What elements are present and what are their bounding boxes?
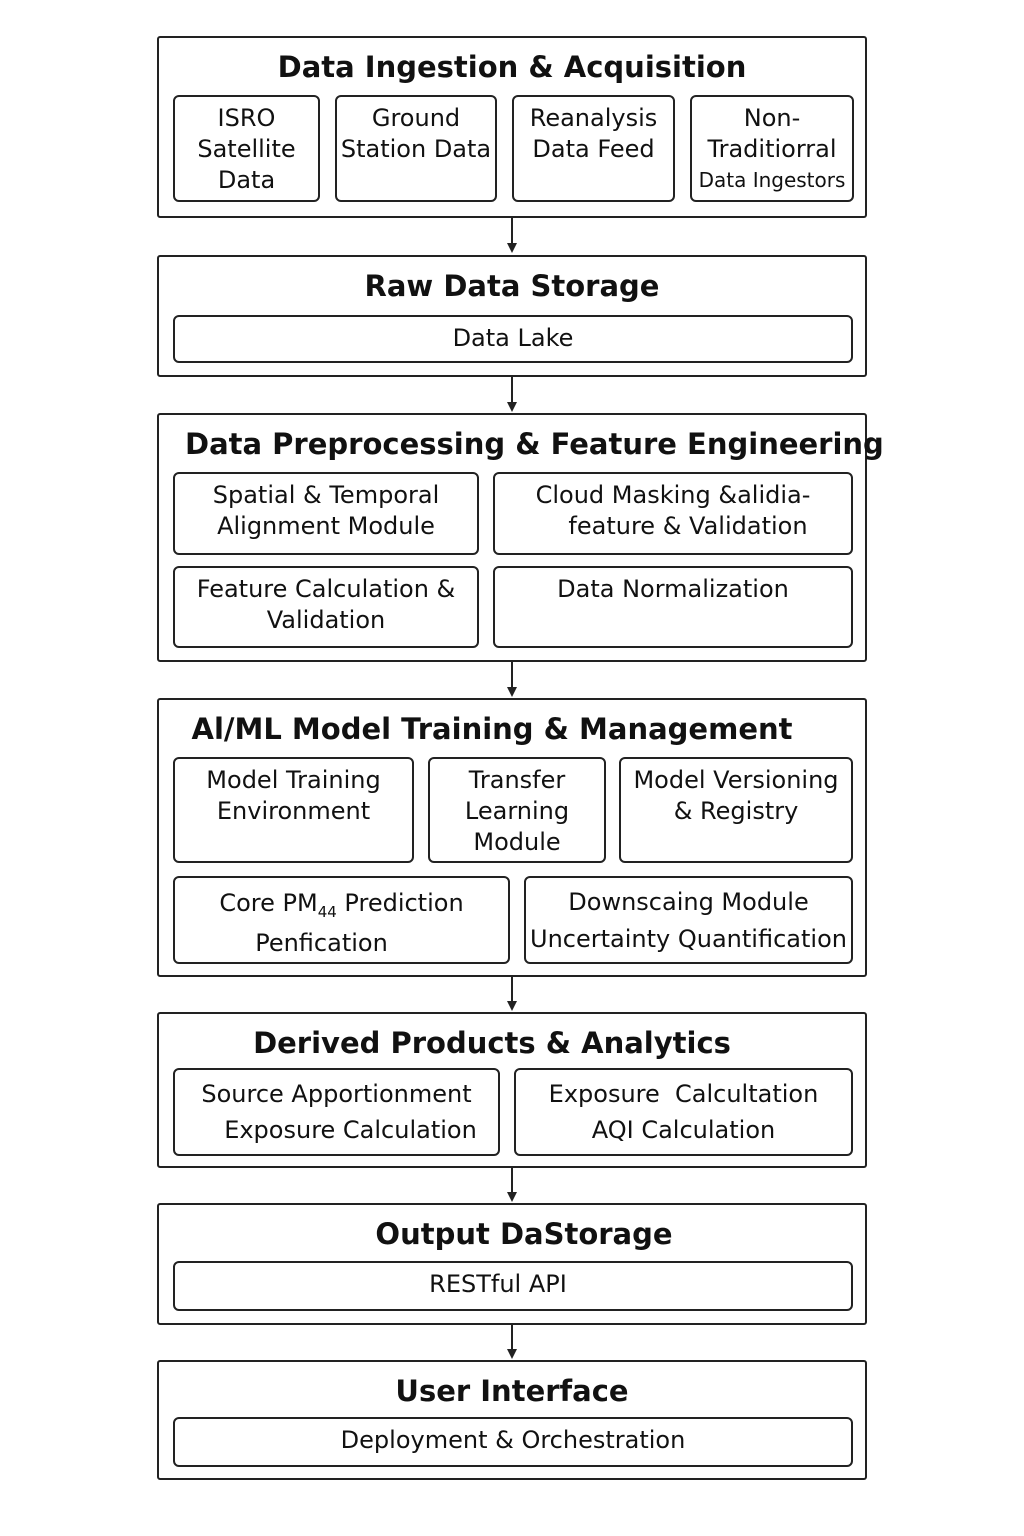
stage-title: User Interface: [395, 1374, 629, 1408]
stage-ml-training: Al/ML Model Training & Management Model …: [157, 698, 867, 977]
module-deployment-orchestration: Deployment & Orchestration: [173, 1417, 853, 1467]
flow-arrow: [511, 662, 513, 688]
stage-title: Data Ingestion & Acquisition: [277, 50, 747, 84]
stage-data-ingestion: Data Ingestion & Acquisition ISRO Satell…: [157, 36, 867, 218]
flow-arrow: [511, 977, 513, 1002]
stage-output-storage: Output DaStorage RESTful API: [157, 1203, 867, 1325]
core-pm-subscript: 44: [317, 903, 337, 921]
module-exposure-calculation: Exposure Calcultation AQI Calculation: [514, 1068, 853, 1156]
stage-title: Output DaStorage: [375, 1217, 673, 1251]
arrow-head-icon: [507, 243, 517, 253]
stage-title: Derived Products & Analytics: [253, 1026, 731, 1060]
module-ground-station-data: Ground Station Data: [335, 95, 497, 202]
module-data-lake: Data Lake: [173, 315, 853, 363]
stage-raw-data-storage: Raw Data Storage Data Lake: [157, 255, 867, 377]
module-reanalysis-data-feed: Reanalysis Data Feed: [512, 95, 675, 202]
module-data-normalization: Data Normalization: [493, 566, 853, 648]
arrow-head-icon: [507, 1192, 517, 1202]
module-isro-satellite-data: ISRO Satellite Data: [173, 95, 320, 202]
module-downscaling: Downscaing Module Uncertainty Quantifica…: [524, 876, 853, 964]
flow-arrow: [511, 1168, 513, 1193]
flow-arrow: [511, 1325, 513, 1350]
module-source-apportionment: Source Apportionment Exposure Calculatio…: [173, 1068, 500, 1156]
stage-title: Data Preprocessing & Feature Engineering: [185, 427, 884, 461]
arrow-head-icon: [507, 1001, 517, 1011]
core-pm-prefix: Core PM: [219, 889, 318, 917]
flow-arrow: [511, 218, 513, 244]
arrow-head-icon: [507, 1349, 517, 1359]
module-spatial-temporal-alignment: Spatial & Temporal Alignment Module: [173, 472, 479, 555]
module-transfer-learning: Transfer Learning Module: [428, 757, 606, 863]
arrow-head-icon: [507, 687, 517, 697]
arrow-head-icon: [507, 402, 517, 412]
module-restful-api: RESTful API: [173, 1261, 853, 1311]
stage-derived-products: Derived Products & Analytics Source Appo…: [157, 1012, 867, 1168]
core-pm-suffix: Prediction: [336, 889, 464, 917]
stage-title: Raw Data Storage: [364, 269, 660, 303]
module-feature-calculation: Feature Calculation & Validation: [173, 566, 479, 648]
stage-user-interface: User Interface Deployment & Orchestratio…: [157, 1360, 867, 1480]
flow-arrow: [511, 377, 513, 403]
stage-title: Al/ML Model Training & Management: [191, 712, 793, 746]
module-model-versioning: Model Versioning & Registry: [619, 757, 853, 863]
stage-preprocessing: Data Preprocessing & Feature Engineering…: [157, 413, 884, 662]
module-cloud-masking: Cloud Masking &alidia- feature & Validat…: [493, 472, 853, 555]
module-model-training-environment: Model Training Environment: [173, 757, 414, 863]
module-non-traditional-data: Non- Traditiorral Data Ingestors: [690, 95, 854, 202]
module-core-pm-prediction: Core PM44 Prediction Penfication: [173, 876, 510, 964]
